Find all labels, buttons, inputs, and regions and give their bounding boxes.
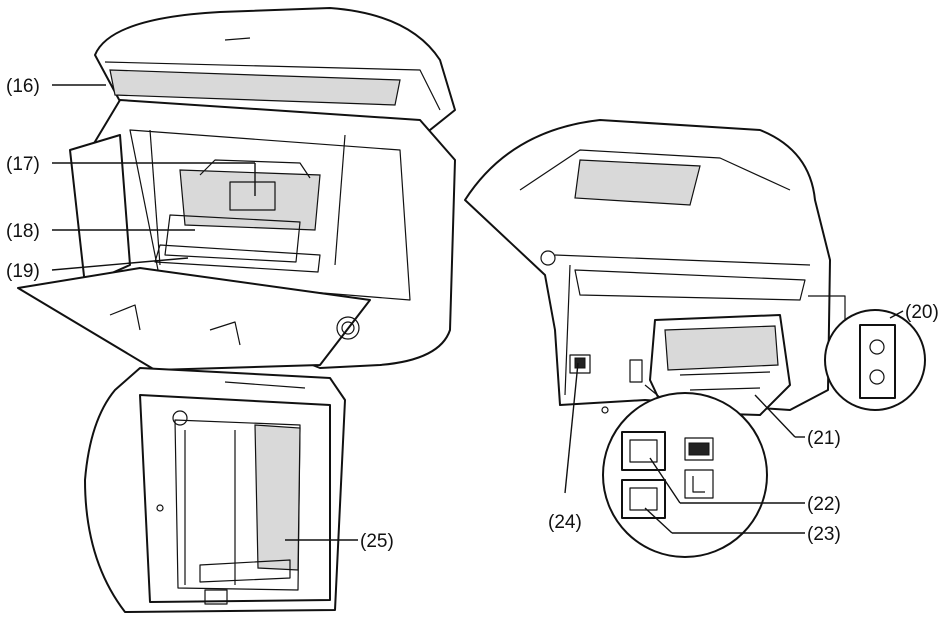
callout-21: (21): [807, 428, 841, 449]
callout-17: (17): [6, 154, 40, 175]
leader-20: [889, 310, 904, 319]
leader-24: [564, 362, 579, 494]
leader-lines: [51, 84, 904, 541]
printer-front-open-illustration: [17, 7, 456, 371]
printer-rear-view-illustration: [464, 119, 846, 431]
callout-25: (25): [360, 531, 394, 552]
leader-21: [754, 394, 796, 438]
printer-bottom-view-illustration: [84, 367, 346, 613]
callout-24: (24): [548, 512, 582, 533]
callout-18: (18): [6, 221, 40, 242]
leader-22: [649, 457, 681, 504]
callout-23: (23): [807, 524, 841, 545]
power-inlet-detail: [824, 309, 926, 411]
phone-jacks-detail: [602, 392, 768, 558]
callout-20: (20): [905, 302, 939, 323]
callout-labels: (16) (17) (18) (19) (20) (21) (22) (23) …: [6, 76, 939, 552]
callout-22: (22): [807, 494, 841, 515]
callout-16: (16): [6, 76, 40, 97]
callout-19: (19): [6, 261, 40, 282]
leader-19: [51, 257, 189, 271]
leader-23: [644, 507, 673, 534]
